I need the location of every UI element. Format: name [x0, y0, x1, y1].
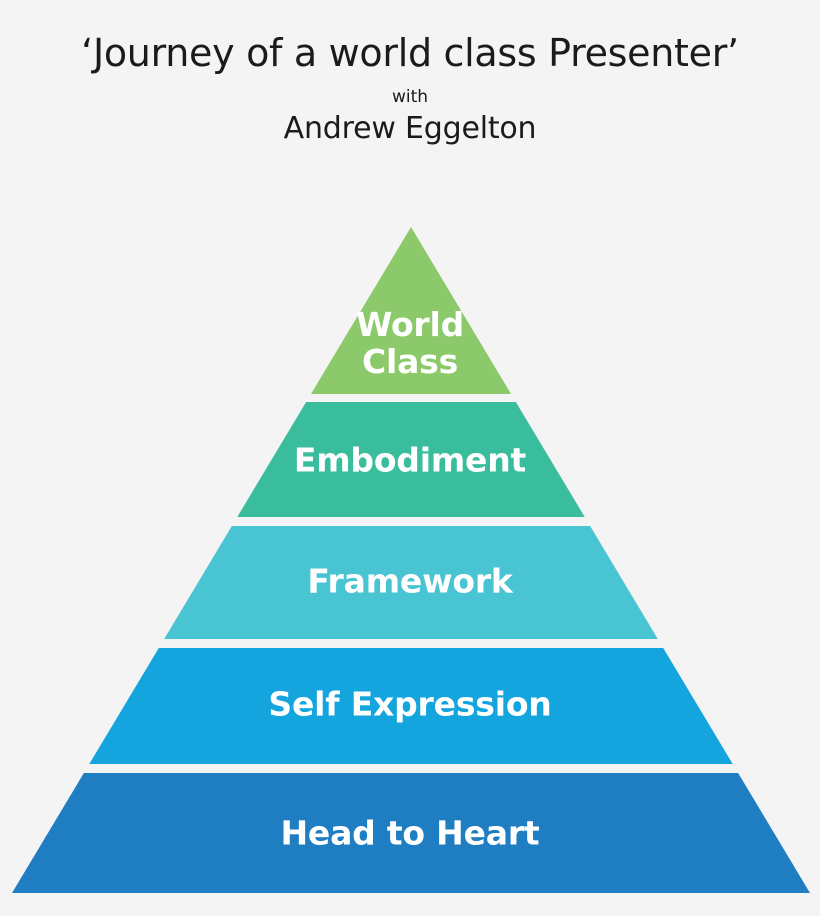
with-label: with	[391, 86, 429, 107]
pyramid-tier-framework[interactable]	[164, 526, 658, 639]
pyramid-tier-embodiment[interactable]	[237, 402, 585, 517]
pyramid-tier-world-class[interactable]	[310, 227, 512, 394]
header-block: ‘Journey of a world class Presenter’ wit…	[0, 0, 820, 147]
pyramid-tier-head-to-heart[interactable]	[12, 773, 810, 893]
pyramid-tier-self-expression[interactable]	[89, 648, 733, 764]
page-title: ‘Journey of a world class Presenter’	[81, 31, 739, 75]
presenter-name: Andrew Eggelton	[283, 111, 537, 147]
